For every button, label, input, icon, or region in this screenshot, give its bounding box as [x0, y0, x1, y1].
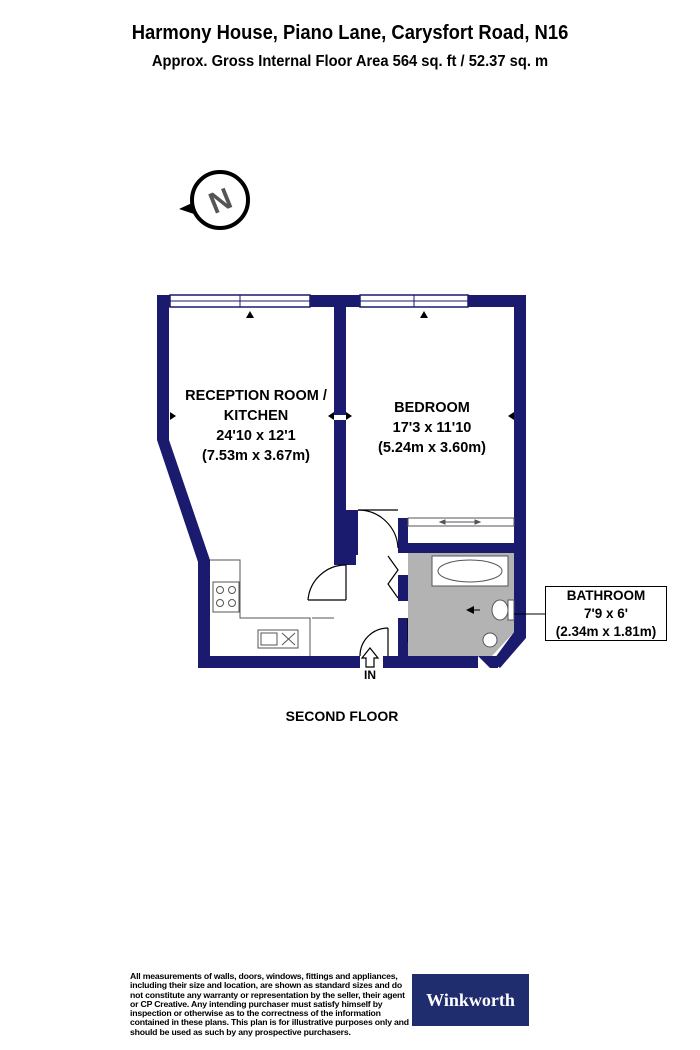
reception-label: RECEPTION ROOM / KITCHEN 24'10 x 12'1 (7… [172, 386, 340, 466]
bedroom-name: BEDROOM [394, 400, 470, 416]
entrance-label: IN [364, 668, 376, 682]
window-bedroom [359, 294, 469, 318]
dimension-arrows [170, 412, 514, 420]
bedroom-label: BEDROOM 17'3 x 11'10 (5.24m x 3.60m) [352, 398, 512, 458]
disclaimer-text: All measurements of walls, doors, window… [130, 971, 409, 1037]
floor-area-subtitle: Approx. Gross Internal Floor Area 564 sq… [151, 53, 549, 70]
entrance-arrow-icon [360, 647, 380, 668]
reception-name-line2: KITCHEN [223, 408, 289, 424]
bathroom-name: BATHROOM [566, 588, 646, 603]
bathroom-floor [408, 553, 515, 656]
compass-icon: N [179, 170, 250, 230]
reception-name-line1: RECEPTION ROOM / [185, 388, 327, 404]
floor-label: SECOND FLOOR [285, 708, 399, 724]
compass-letter: N [204, 182, 236, 221]
bathroom-metric: (2.34m x 1.81m) [555, 624, 657, 639]
reception-metric: (7.53m x 3.67m) [201, 448, 310, 464]
plan-title: Harmony House, Piano Lane, Carysfort Roa… [131, 22, 569, 44]
bedroom-metric: (5.24m x 3.60m) [377, 440, 486, 456]
reception-imperial: 24'10 x 12'1 [216, 428, 296, 444]
bedroom-imperial: 17'3 x 11'10 [392, 420, 472, 436]
kitchen-fittings [210, 559, 334, 656]
bathroom-label: BATHROOM 7'9 x 6' (2.34m x 1.81m) [545, 586, 667, 641]
bathroom-imperial: 7'9 x 6' [584, 606, 628, 621]
window-reception [169, 294, 311, 318]
winkworth-logo: Winkworth [412, 974, 529, 1026]
wardrobe [407, 517, 515, 527]
